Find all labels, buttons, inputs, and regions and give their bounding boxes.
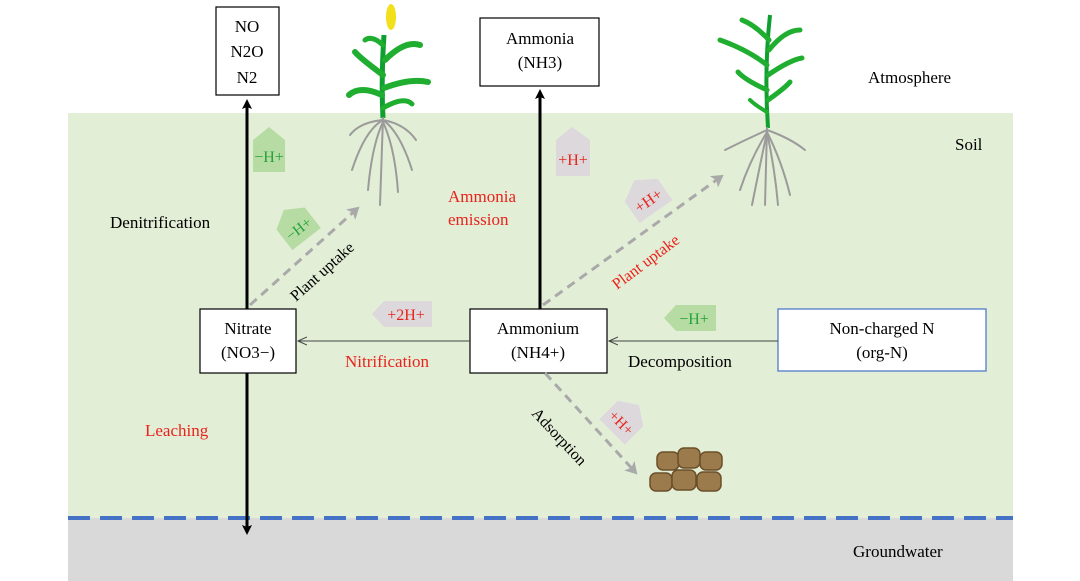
maize-plant-icon: [346, 4, 431, 119]
nitrogen-gases-box: [215, 6, 280, 96]
decomposition-label: Decomposition: [628, 352, 732, 371]
plant-uptake-nitrate-arrow: [248, 206, 360, 307]
cereal-roots-icon: [724, 127, 806, 206]
ammonia-box-formula: (NH3): [518, 53, 562, 72]
cereal-plant-icon: [717, 14, 805, 129]
plant-uptake-ammonium-arrow: [542, 174, 724, 307]
nitrate-box: [199, 308, 297, 374]
adsorption-arrow: [543, 371, 638, 475]
gas-no-label: NO: [235, 17, 260, 36]
denitrification-label: Denitrification: [110, 213, 211, 232]
maize-roots-icon: [349, 117, 417, 206]
proton-tag-denitrification-text: −H+: [254, 149, 284, 166]
ammonia-box-title: Ammonia: [506, 29, 574, 48]
nitrification-label: Nitrification: [345, 352, 430, 371]
proton-tag-decomposition-text: −H+: [679, 311, 709, 328]
proton-tag-nitrification-text: +2H+: [387, 307, 425, 324]
groundwater-zone: [68, 518, 1013, 581]
proton-tag-ammonia-emission-text: +H+: [558, 152, 588, 169]
ammonia-box: [479, 17, 600, 87]
proton-tag-nitrification: +2H+: [372, 301, 432, 327]
ammonia-emission-label-line2: emission: [448, 210, 509, 229]
nitrate-box-formula: (NO3−): [221, 343, 275, 362]
proton-tag-decomposition: −H+: [664, 305, 716, 331]
gas-n2-label: N2: [237, 68, 258, 87]
proton-tag-ammonia-emission: +H+: [556, 127, 590, 176]
groundwater-label: Groundwater: [853, 542, 943, 561]
gas-n2o-label: N2O: [230, 42, 263, 61]
nitrate-box-title: Nitrate: [224, 319, 271, 338]
proton-tag-denitrification: −H+: [253, 127, 285, 172]
soil-particles-icon: [649, 447, 723, 492]
atmosphere-label: Atmosphere: [868, 68, 951, 87]
soil-label: Soil: [955, 135, 983, 154]
noncharged-n-box: [777, 308, 987, 372]
noncharged-n-box-subtitle: (org-N): [856, 343, 908, 362]
ammonium-box-title: Ammonium: [497, 319, 579, 338]
noncharged-n-box-title: Non-charged N: [830, 319, 935, 338]
ammonium-box-formula: (NH4+): [511, 343, 565, 362]
ammonia-emission-label-line1: Ammonia: [448, 187, 516, 206]
leaching-label: Leaching: [145, 421, 209, 440]
